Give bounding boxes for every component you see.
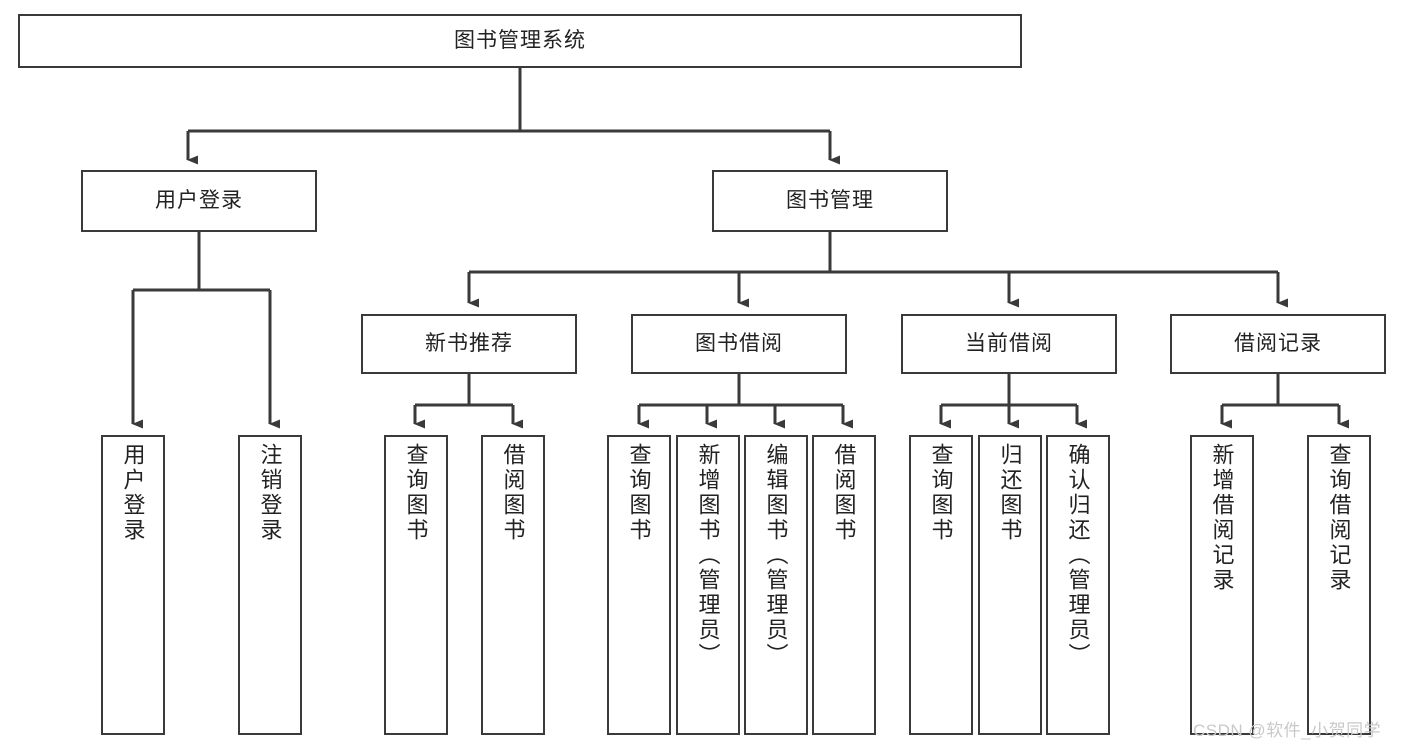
node-label: 用户登录 [155, 188, 243, 212]
node-label: 图书管理系统 [454, 28, 586, 52]
node-label: 当前借阅 [965, 331, 1053, 355]
leaf-new-book-query-book[interactable]: 查询图书 [384, 435, 448, 735]
leaf-borrow-record-query-record[interactable]: 查询借阅记录 [1307, 435, 1371, 735]
csdn-watermark: CSDN @软件_小贺同学 [1193, 721, 1382, 740]
node-label: 图书借阅 [695, 331, 783, 355]
node-label: 借阅记录 [1234, 331, 1322, 355]
leaf-book-borrow-borrow-book[interactable]: 借阅图书 [812, 435, 876, 735]
node-label: 图书管理 [786, 188, 874, 212]
node-label: 查询图书 [928, 443, 954, 543]
node-new-book-recommend[interactable]: 新书推荐 [361, 314, 577, 374]
node-label: 确认归还（管理员） [1065, 443, 1091, 668]
leaf-book-borrow-query-book[interactable]: 查询图书 [607, 435, 671, 735]
leaf-user-login-login[interactable]: 用户登录 [101, 435, 165, 735]
node-book-borrow[interactable]: 图书借阅 [631, 314, 847, 374]
leaf-current-borrow-return-book[interactable]: 归还图书 [978, 435, 1042, 735]
node-label: 新增图书（管理员） [695, 443, 721, 668]
node-current-borrow[interactable]: 当前借阅 [901, 314, 1117, 374]
node-label: 借阅图书 [500, 443, 526, 543]
node-label: 注销登录 [257, 443, 283, 543]
node-label: 用户登录 [120, 443, 146, 543]
node-label: 新增借阅记录 [1209, 443, 1235, 593]
leaf-current-borrow-query-book[interactable]: 查询图书 [909, 435, 973, 735]
leaf-user-login-logout[interactable]: 注销登录 [238, 435, 302, 735]
node-label: 新书推荐 [425, 331, 513, 355]
node-label: 归还图书 [997, 443, 1023, 543]
node-label: 查询图书 [403, 443, 429, 543]
node-label: 查询借阅记录 [1326, 443, 1352, 593]
leaf-current-borrow-confirm-return-admin[interactable]: 确认归还（管理员） [1046, 435, 1110, 735]
node-root-system[interactable]: 图书管理系统 [18, 14, 1022, 68]
leaf-borrow-record-add-record[interactable]: 新增借阅记录 [1190, 435, 1254, 735]
leaf-new-book-borrow-book[interactable]: 借阅图书 [481, 435, 545, 735]
node-borrow-record[interactable]: 借阅记录 [1170, 314, 1386, 374]
node-label: 借阅图书 [831, 443, 857, 543]
node-user-login[interactable]: 用户登录 [81, 170, 317, 232]
leaf-book-borrow-edit-book-admin[interactable]: 编辑图书（管理员） [744, 435, 808, 735]
node-book-management[interactable]: 图书管理 [712, 170, 948, 232]
node-label: 查询图书 [626, 443, 652, 543]
node-label: 编辑图书（管理员） [763, 443, 789, 668]
leaf-book-borrow-add-book-admin[interactable]: 新增图书（管理员） [676, 435, 740, 735]
